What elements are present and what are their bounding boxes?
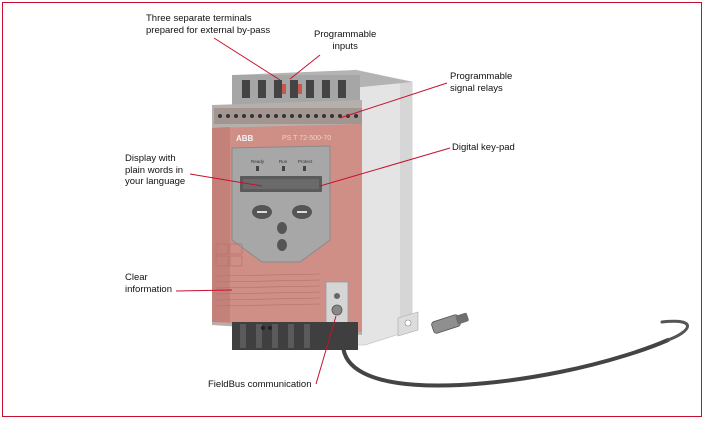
- callout-clear-info-line1: Clear: [125, 272, 148, 283]
- signal-terminal-strip: [218, 114, 358, 118]
- brand-logo: ABB: [236, 134, 254, 143]
- status-led-icons: [256, 166, 306, 171]
- leader-keypad: [319, 147, 451, 187]
- callout-inputs-line1: Programmable: [314, 29, 377, 40]
- callout-clear-info-line2: information: [125, 283, 172, 295]
- leader-clear-info: [175, 289, 233, 292]
- led-label-ready: Ready: [251, 159, 265, 164]
- led-label-run: Run: [279, 159, 288, 164]
- leader-display: [189, 173, 263, 187]
- rating-label-area: [215, 243, 321, 307]
- leader-terminals: [213, 37, 281, 81]
- callout-relays: Programmable signal relays: [450, 71, 512, 94]
- callout-display: Display with plain words in your languag…: [125, 153, 185, 188]
- key-up-icon: [277, 222, 287, 234]
- callout-terminals: Three separate terminals prepared for ex…: [146, 13, 270, 36]
- callout-relays-line2: signal relays: [450, 82, 503, 94]
- callout-clear-info: Clear information: [125, 272, 172, 295]
- callout-terminals-line2: prepared for external by-pass: [146, 24, 271, 36]
- model-number: PS T 72-500-70: [282, 135, 331, 142]
- key-down-icon: [277, 239, 287, 251]
- figure-frame: [2, 2, 702, 417]
- callout-fieldbus-line1: FieldBus communication: [208, 379, 312, 390]
- fieldbus-cable-tail: [660, 319, 689, 342]
- led-label-protect: Protect: [298, 159, 313, 164]
- fieldbus-cable: [341, 338, 670, 388]
- callout-terminals-line1: Three separate terminals: [146, 13, 252, 24]
- callout-display-line2: plain words in: [125, 164, 184, 176]
- callout-display-line1: Display with: [125, 153, 176, 164]
- callout-keypad-line1: Digital key-pad: [452, 142, 515, 153]
- heatsink: [232, 322, 358, 350]
- top-terminals: [242, 80, 346, 98]
- callout-relays-line1: Programmable: [450, 71, 513, 82]
- callout-fieldbus: FieldBus communication: [208, 379, 312, 391]
- callout-inputs: Programmable inputs: [314, 29, 376, 52]
- callout-inputs-line2: inputs: [332, 40, 358, 52]
- callout-display-line3: your language: [125, 176, 186, 187]
- leader-fieldbus: [315, 315, 337, 385]
- callout-keypad: Digital key-pad: [452, 142, 515, 154]
- leader-lines: [175, 37, 451, 385]
- keypad-panel: [231, 145, 331, 263]
- cable-connector-icon: [431, 312, 469, 334]
- leader-inputs: [289, 54, 321, 80]
- leader-relays: [339, 82, 448, 119]
